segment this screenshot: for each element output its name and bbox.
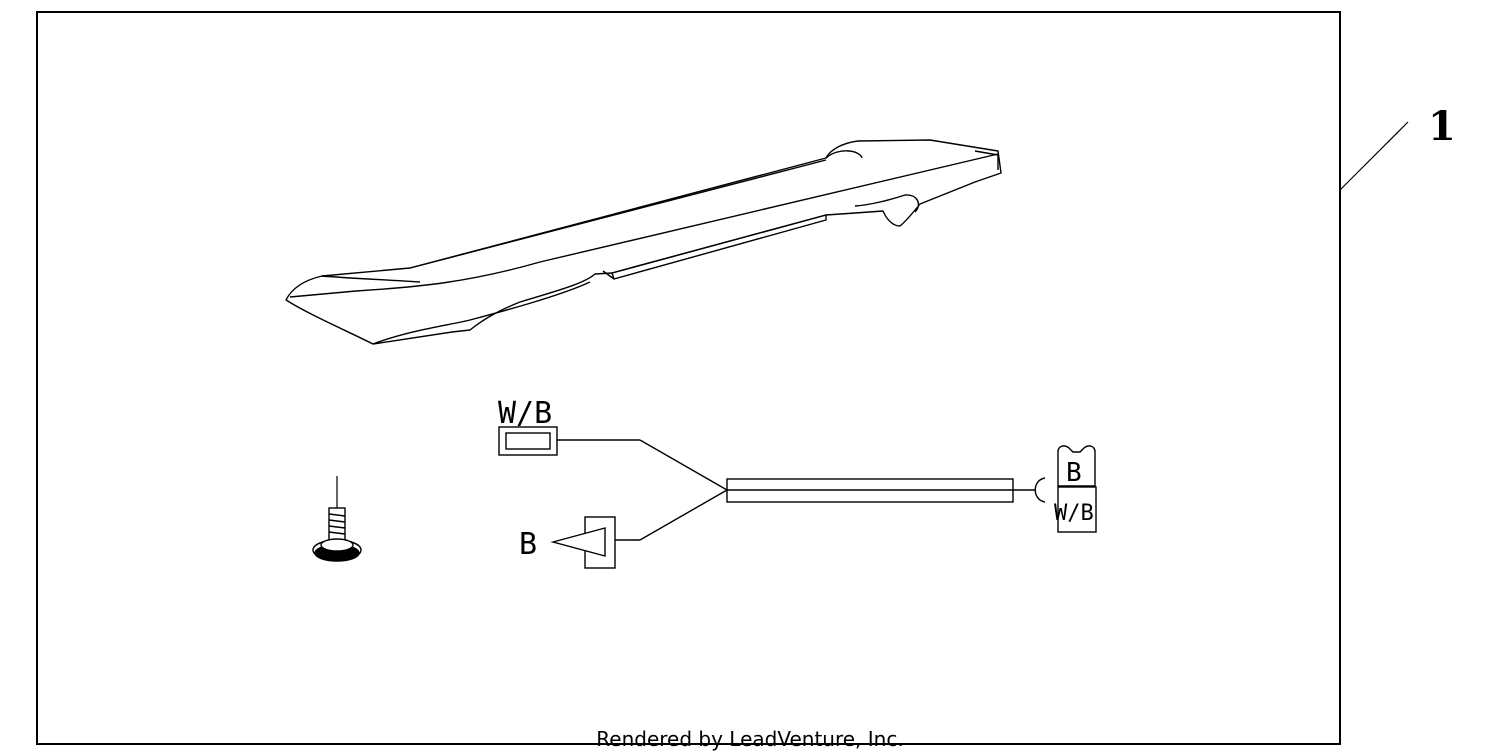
wb-wire-label-left: W/B: [498, 396, 552, 431]
wb-wire-label-right: W/B: [1054, 501, 1094, 526]
footer-credit: Rendered by LeadVenture, Inc.: [596, 727, 903, 751]
callout-leader-line: [1339, 121, 1409, 191]
rear-spoiler-part[interactable]: [285, 139, 1002, 345]
callout-number[interactable]: 1: [1428, 103, 1456, 150]
diagram-frame: [36, 11, 1341, 745]
mounting-screw-part[interactable]: [312, 476, 362, 562]
b-wire-label-left: B: [519, 527, 537, 562]
end-connector-right[interactable]: [1034, 445, 1097, 533]
wire-harness-part[interactable]: [498, 426, 1097, 569]
b-wire-label-right: B: [1066, 458, 1082, 488]
